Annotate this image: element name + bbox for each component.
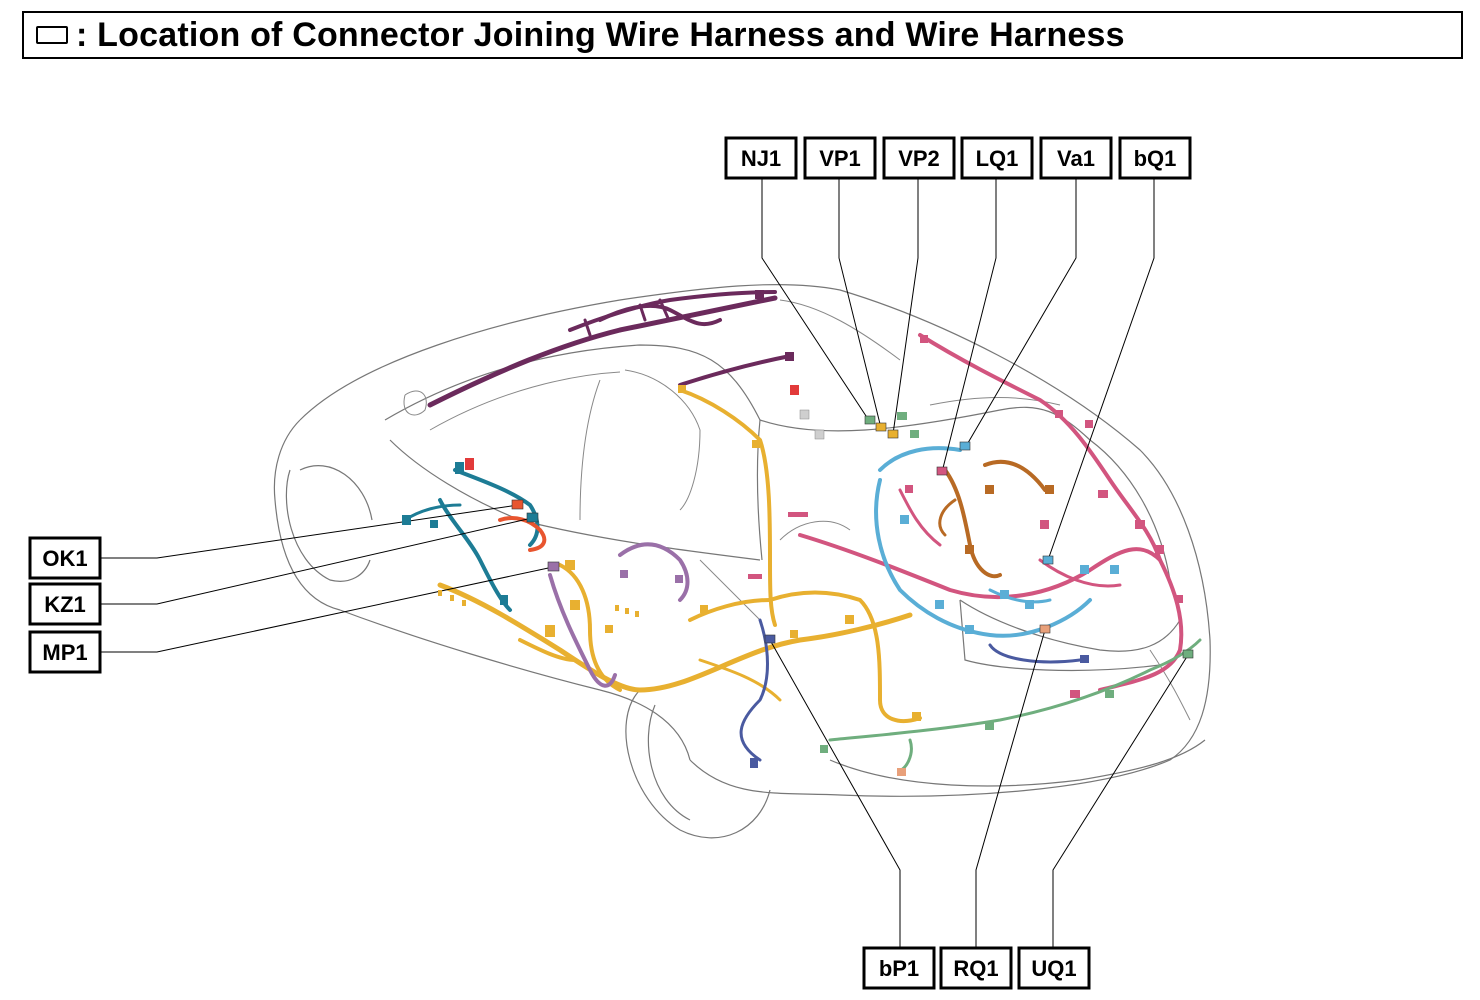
marker-LQ1 bbox=[936, 466, 948, 476]
rear-door-harness bbox=[548, 542, 690, 688]
leader-KZ1 bbox=[100, 517, 533, 605]
svg-text:bP1: bP1 bbox=[879, 956, 919, 981]
leader-RQ1 bbox=[975, 629, 1046, 948]
connector-box-symbol bbox=[36, 26, 68, 44]
leader-VP2 bbox=[892, 178, 919, 435]
page-header: : Location of Connector Joining Wire Har… bbox=[22, 11, 1463, 59]
connector-label-OK1: OK1 bbox=[28, 536, 102, 580]
marker-MP1 bbox=[547, 561, 560, 572]
back-door-harness bbox=[874, 446, 1092, 638]
connector-markers bbox=[511, 415, 1194, 659]
svg-text:Va1: Va1 bbox=[1057, 146, 1095, 171]
marker-bP1 bbox=[764, 634, 776, 644]
svg-text:OK1: OK1 bbox=[42, 546, 87, 571]
marker-VP2 bbox=[887, 429, 899, 439]
svg-text:VP1: VP1 bbox=[819, 146, 861, 171]
svg-text:NJ1: NJ1 bbox=[741, 146, 781, 171]
connector-label-VP2: VP2 bbox=[882, 136, 956, 180]
leader-bP1 bbox=[769, 639, 901, 948]
spoiler-harness bbox=[938, 459, 1047, 579]
marker-NJ1 bbox=[864, 415, 876, 425]
connector-label-KZ1: KZ1 bbox=[28, 582, 102, 626]
front-door-harness bbox=[403, 468, 547, 612]
svg-text:bQ1: bQ1 bbox=[1134, 146, 1177, 171]
leader-lines bbox=[100, 178, 1189, 948]
leader-UQ1 bbox=[1052, 654, 1189, 948]
leader-Va1 bbox=[964, 178, 1077, 449]
svg-text:LQ1: LQ1 bbox=[976, 146, 1019, 171]
svg-text:UQ1: UQ1 bbox=[1031, 956, 1076, 981]
svg-text:VP2: VP2 bbox=[898, 146, 940, 171]
connector-label-VP1: VP1 bbox=[803, 136, 877, 180]
leader-bQ1 bbox=[1047, 178, 1155, 561]
connector-label-UQ1: UQ1 bbox=[1017, 946, 1091, 990]
svg-text:KZ1: KZ1 bbox=[44, 592, 86, 617]
marker-VP1 bbox=[875, 422, 887, 432]
connector-label-bP1: bP1 bbox=[862, 946, 936, 990]
leader-OK1 bbox=[100, 504, 519, 559]
marker-UQ1 bbox=[1182, 649, 1194, 659]
connector-label-LQ1: LQ1 bbox=[960, 136, 1034, 180]
connector-label-NJ1: NJ1 bbox=[724, 136, 798, 180]
leader-VP1 bbox=[838, 178, 882, 429]
marker-bQ1 bbox=[1042, 555, 1054, 565]
connector-label-MP1: MP1 bbox=[28, 630, 102, 674]
page-title: : Location of Connector Joining Wire Har… bbox=[76, 15, 1125, 54]
svg-text:RQ1: RQ1 bbox=[953, 956, 998, 981]
rear-wheel-harness bbox=[739, 618, 1082, 762]
marker-KZ1 bbox=[526, 512, 539, 523]
marker-Va1 bbox=[959, 441, 971, 451]
connector-label-RQ1: RQ1 bbox=[939, 946, 1013, 990]
harness-connectors bbox=[402, 290, 1183, 776]
connector-label-Va1: Va1 bbox=[1039, 136, 1113, 180]
floor-harness bbox=[437, 388, 922, 723]
leader-LQ1 bbox=[941, 178, 997, 473]
marker-OK1 bbox=[511, 499, 524, 510]
leader-MP1 bbox=[100, 566, 554, 653]
marker-RQ1 bbox=[1039, 624, 1051, 634]
connector-label-bQ1: bQ1 bbox=[1118, 136, 1192, 180]
leader-NJ1 bbox=[761, 178, 871, 423]
roof-harness bbox=[427, 290, 792, 408]
svg-text:MP1: MP1 bbox=[42, 640, 87, 665]
